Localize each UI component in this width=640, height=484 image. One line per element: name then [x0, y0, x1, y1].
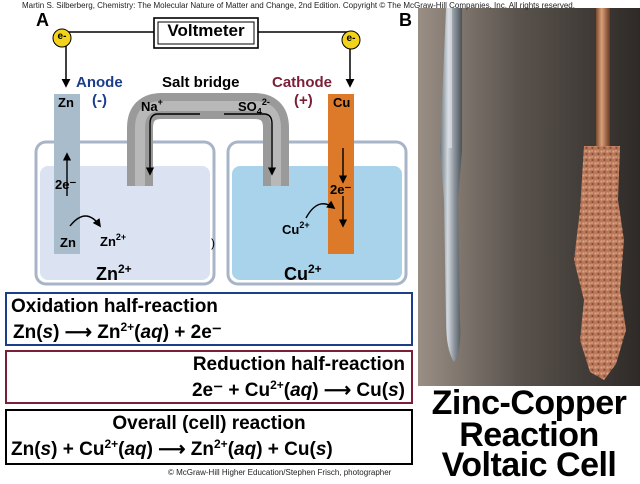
copper-electrode — [328, 94, 354, 254]
photo-title-line-3: Voltaic Cell — [441, 446, 617, 484]
wire-left — [65, 31, 154, 38]
salt-bridge-highlight — [135, 101, 281, 186]
cathode-solution-label: Cu2+ — [284, 262, 322, 284]
photo-title-line-2: Reaction — [459, 416, 599, 454]
wire-right — [258, 31, 351, 38]
electron-badge-left — [52, 28, 72, 48]
cathode-copper-ion-label: Cu2+ — [282, 220, 310, 237]
photo-credit: © McGraw-Hill Higher Education/Stephen F… — [168, 468, 392, 477]
anode-zinc-atom-label: Zn — [60, 235, 76, 250]
overall-box: Overall (cell) reaction Zn(s) + Cu2+(aq)… — [5, 409, 413, 465]
copper-deposit-photo — [574, 146, 626, 380]
electron-badge-left-label: e- — [57, 31, 67, 42]
oxidation-equation: Zn(s) ⟶ Zn2+(aq) + 2e⁻ — [13, 320, 222, 343]
anode-solution — [40, 166, 210, 280]
reduction-box: Reduction half-reaction 2e⁻ + Cu2+(aq) ⟶… — [5, 350, 413, 404]
zinc-rod-photo — [440, 8, 462, 362]
reduction-title: Reduction half-reaction — [192, 354, 405, 375]
voltmeter-label: Voltmeter — [167, 21, 245, 40]
cathode-electrons-label: 2e⁻ — [330, 182, 352, 197]
panel-b-letter: B — [399, 10, 412, 30]
sulfate-ion-label: SO42- — [238, 97, 270, 117]
anode-electrons-label: 2e⁻ — [55, 177, 77, 192]
sodium-ion-label: Na+ — [141, 97, 163, 114]
anode-sign: (-) — [92, 92, 107, 109]
copyright-header: Martin S. Silberberg, Chemistry: The Mol… — [22, 1, 575, 10]
anode-oxidation-arrow — [69, 215, 101, 228]
copper-electrode-label: Cu — [333, 95, 351, 110]
photo-title-line-1: Zinc-Copper — [431, 384, 627, 422]
overall-title: Overall (cell) reaction — [112, 413, 306, 434]
cathode-label: Cathode — [272, 74, 332, 91]
overall-equation: Zn(s) + Cu2+(aq) ⟶ Zn2+(aq) + Cu(s) — [11, 437, 333, 460]
voltmeter-box — [153, 17, 259, 49]
zinc-electrode-label: Zn — [58, 95, 74, 110]
copper-rod-photo — [596, 8, 610, 148]
oxidation-box: Oxidation half-reaction Zn(s) ⟶ Zn2+(aq)… — [5, 292, 413, 346]
electron-badge-right-label: e- — [346, 33, 356, 44]
oxidation-title: Oxidation half-reaction — [11, 296, 218, 317]
anode-label: Anode — [76, 74, 123, 91]
stray-mark: ) — [211, 236, 215, 250]
reduction-equation: 2e⁻ + Cu2+(aq) ⟶ Cu(s) — [191, 378, 405, 401]
zinc-rod-highlight — [448, 8, 452, 148]
cathode-solution — [232, 166, 402, 280]
sulfate-ion-flow-arrow — [224, 113, 277, 176]
electron-badge-right — [341, 30, 361, 50]
na-ion-flow-arrow — [145, 113, 200, 176]
cathode-sign: (+) — [294, 92, 313, 109]
salt-bridge-label: Salt bridge — [162, 74, 240, 91]
panel-a-letter: A — [36, 10, 49, 30]
cathode-reduction-arrow — [305, 200, 336, 219]
anode-solution-label: Zn2+ — [96, 262, 132, 284]
anode-zinc-ion-label: Zn2+ — [100, 232, 127, 249]
voltmeter-inner-box — [157, 21, 255, 45]
